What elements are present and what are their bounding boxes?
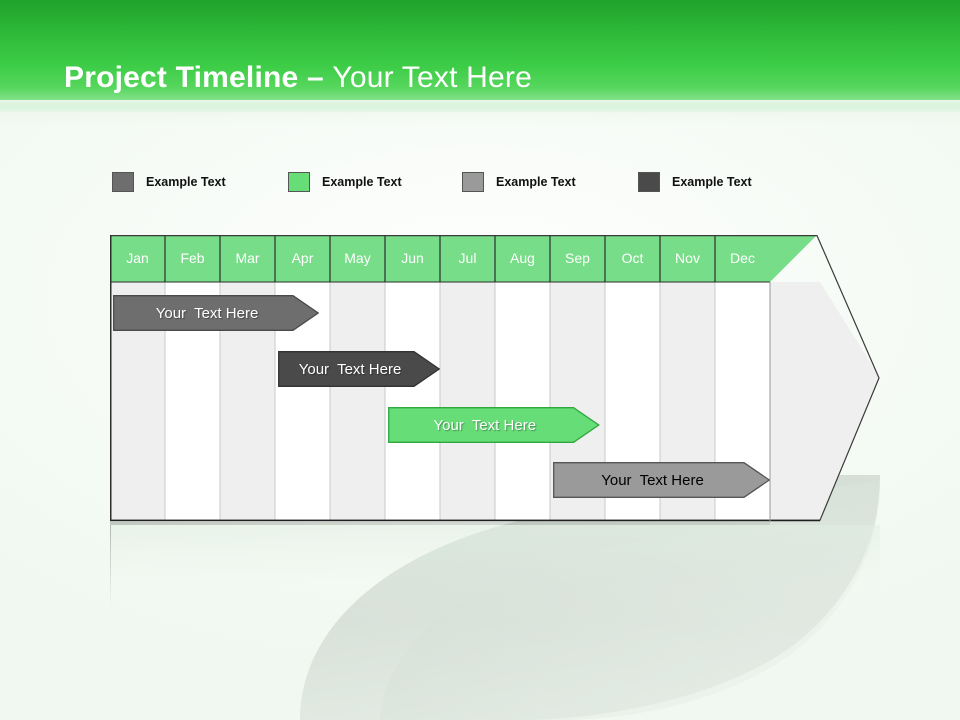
task-bar[interactable]: Your Text Here [113, 295, 319, 331]
legend-label: Example Text [672, 175, 752, 189]
legend-label: Example Text [322, 175, 402, 189]
chart-reflection [110, 525, 880, 625]
title-band-fade [0, 100, 960, 126]
legend-label: Example Text [146, 175, 226, 189]
timeline-grid [110, 235, 880, 522]
legend: Example Text Example Text Example Text E… [0, 168, 960, 196]
task-bar-shape [278, 351, 440, 387]
task-bar-label: Your Text Here [433, 416, 537, 434]
legend-swatch [638, 172, 660, 192]
task-bar[interactable]: Your Text Here [553, 462, 770, 498]
page-title-separator: – [298, 61, 333, 94]
legend-item[interactable]: Example Text [288, 170, 402, 194]
legend-swatch [288, 172, 310, 192]
legend-swatch [462, 172, 484, 192]
task-bar[interactable]: Your Text Here [278, 351, 440, 387]
legend-item[interactable]: Example Text [638, 170, 752, 194]
page-title-main: Project Timeline [64, 61, 299, 94]
legend-item[interactable]: Example Text [112, 170, 226, 194]
task-bar-shape [113, 295, 319, 331]
title-band [0, 0, 960, 112]
legend-swatch [112, 172, 134, 192]
task-bar[interactable]: Your Text Here [388, 407, 600, 443]
task-bar-label: Your Text Here [155, 304, 259, 322]
page-title: Project Timeline – Your Text Here [64, 61, 532, 95]
legend-label: Example Text [496, 175, 576, 189]
task-bar-shape [388, 407, 600, 443]
page-title-suffix: Your Text Here [332, 61, 532, 94]
chart-reflection-edge [110, 522, 770, 525]
task-bar-label: Your Text Here [601, 471, 704, 489]
chart-reflection-left-edge [110, 525, 111, 610]
task-bar-label: Your Text Here [298, 360, 402, 378]
legend-item[interactable]: Example Text [462, 170, 576, 194]
task-bar-shape [553, 462, 770, 498]
